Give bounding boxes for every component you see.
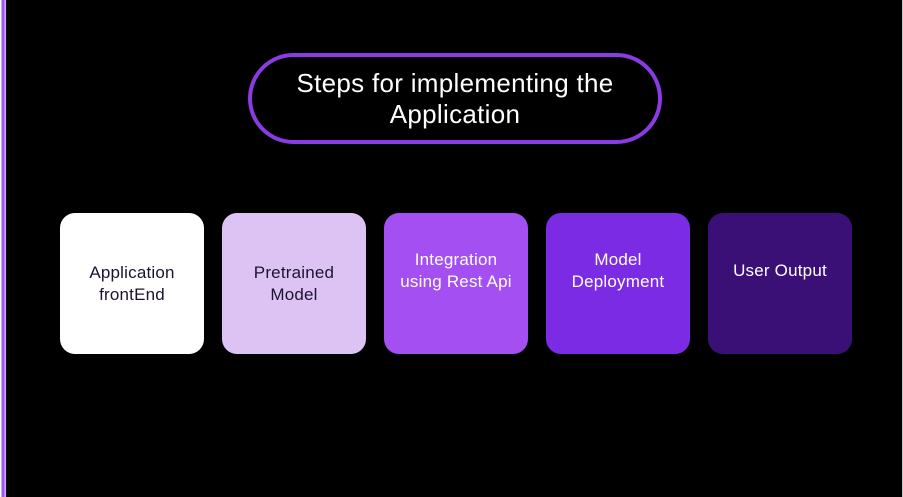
step-card-model-deployment: Model Deployment (546, 213, 690, 354)
step-card-integration-rest-api: Integration using Rest Api (384, 213, 528, 354)
step-label: Integration using Rest Api (400, 250, 512, 291)
title-box: Steps for implementing the Application (248, 53, 662, 144)
step-label: Application frontEnd (89, 263, 175, 304)
page-title: Steps for implementing the Application (296, 68, 614, 129)
step-card-application-frontend: Application frontEnd (60, 213, 204, 354)
step-label: Model Deployment (571, 250, 665, 291)
steps-row: Application frontEnd Pretrained Model In… (60, 213, 852, 354)
step-card-pretrained-model: Pretrained Model (222, 213, 366, 354)
step-card-user-output: User Output (708, 213, 852, 354)
step-label: User Output (733, 260, 827, 280)
left-accent-stripe (0, 0, 7, 497)
step-label: Pretrained Model (253, 263, 335, 304)
